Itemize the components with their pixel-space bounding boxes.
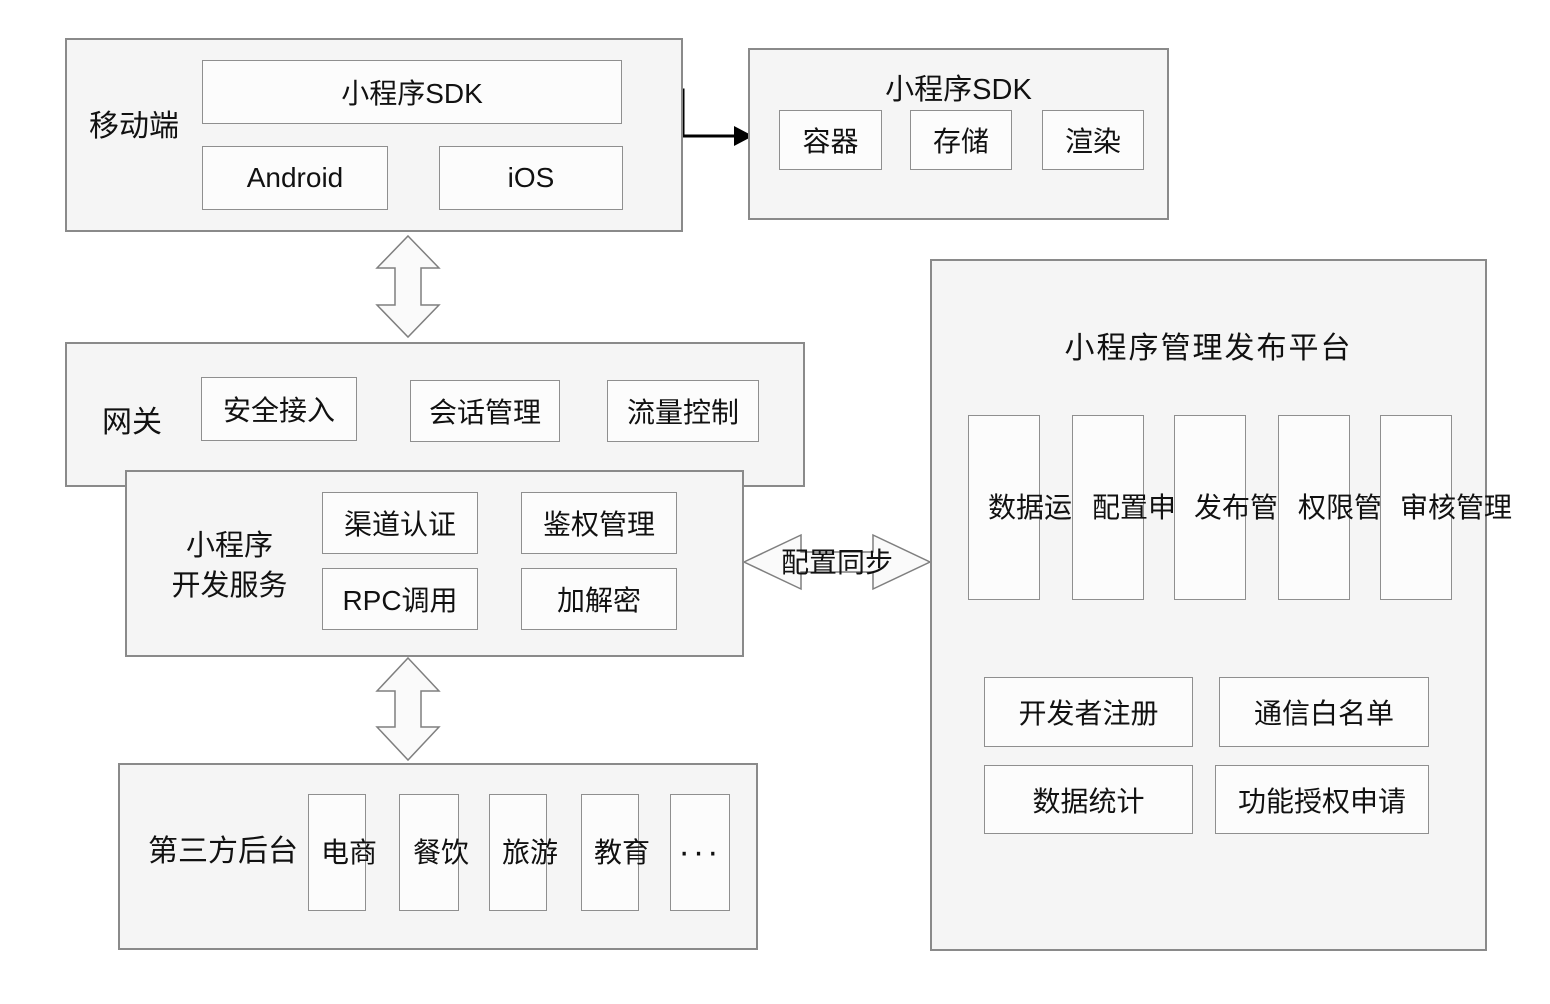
config-sync-label: 配置同步 <box>780 547 893 578</box>
mini-program-sdk-box: 小程序SDK <box>202 60 622 124</box>
third-party-panel-label: 第三方后台 <box>148 835 298 868</box>
feature-auth-box: 功能授权申请 <box>1215 765 1429 834</box>
devservice-thirdparty-double-arrow-icon <box>375 656 441 762</box>
catering-label: 餐饮 <box>413 836 470 868</box>
sdk-detail-panel: 小程序SDK 容器 存储 渲染 <box>748 48 1169 220</box>
travel-box: 旅游 <box>489 794 559 911</box>
config-apply-box: 配置申请 <box>1072 415 1205 600</box>
review-mgmt-label: 审核管理 <box>1400 491 1513 523</box>
rpc-call-box: RPC调用 <box>322 568 478 630</box>
data-stats-box: 数据统计 <box>984 765 1193 834</box>
sdk-connector-arrowhead-icon <box>734 126 753 146</box>
dev-service-label-line1: 小程序 <box>185 530 273 562</box>
data-ops-box: 数据运营 <box>968 415 1101 600</box>
developer-register-box: 开发者注册 <box>984 677 1193 747</box>
comm-whitelist-box: 通信白名单 <box>1219 677 1429 747</box>
secure-access-box: 安全接入 <box>201 377 357 441</box>
auth-mgmt-box: 鉴权管理 <box>521 492 677 554</box>
ios-box: iOS <box>439 146 623 210</box>
release-mgmt-box: 发布管理 <box>1174 415 1307 600</box>
mobile-panel: 移动端 小程序SDK Android iOS <box>65 38 683 232</box>
mobile-panel-label: 移动端 <box>89 110 179 143</box>
sdk-container-box: 容器 <box>779 110 882 170</box>
platform-title: 小程序管理发布平台 <box>1064 332 1353 365</box>
sdk-detail-title: 小程序SDK <box>885 74 1032 106</box>
mobile-gateway-double-arrow-icon <box>375 234 441 339</box>
dev-service-panel-label: 小程序 开发服务 <box>132 526 327 606</box>
sdk-render-box: 渲染 <box>1042 110 1144 170</box>
third-party-panel: 第三方后台 电商 餐饮 旅游 教育 ··· <box>118 763 758 950</box>
flow-control-box: 流量控制 <box>607 380 759 442</box>
ecommerce-box: 电商 <box>308 794 378 911</box>
more-categories-box: ··· <box>670 794 730 911</box>
dev-service-label-line2: 开发服务 <box>171 570 288 602</box>
channel-auth-box: 渠道认证 <box>322 492 478 554</box>
release-mgmt-label: 发布管理 <box>1194 491 1307 523</box>
catering-box: 餐饮 <box>399 794 470 911</box>
platform-panel: 小程序管理发布平台 数据运营 配置申请 发布管理 权限管理 审核管理 开发者注册… <box>930 259 1513 951</box>
ellipsis-icon: ··· <box>678 833 722 871</box>
gateway-panel: 网关 安全接入 会话管理 流量控制 <box>65 342 805 487</box>
session-mgmt-box: 会话管理 <box>410 380 560 442</box>
review-mgmt-box: 审核管理 <box>1380 415 1513 600</box>
gateway-panel-label: 网关 <box>102 406 162 439</box>
android-box: Android <box>202 146 388 210</box>
crypto-box: 加解密 <box>521 568 677 630</box>
dev-service-panel: 小程序 开发服务 渠道认证 鉴权管理 RPC调用 加解密 <box>125 470 744 657</box>
data-ops-label: 数据运营 <box>988 491 1101 523</box>
config-apply-label: 配置申请 <box>1092 491 1205 523</box>
sdk-storage-box: 存储 <box>910 110 1012 170</box>
permission-mgmt-label: 权限管理 <box>1298 491 1411 523</box>
ecommerce-label: 电商 <box>321 836 378 868</box>
education-box: 教育 <box>581 794 651 911</box>
travel-label: 旅游 <box>502 836 559 868</box>
permission-mgmt-box: 权限管理 <box>1278 415 1411 600</box>
education-label: 教育 <box>594 836 651 868</box>
